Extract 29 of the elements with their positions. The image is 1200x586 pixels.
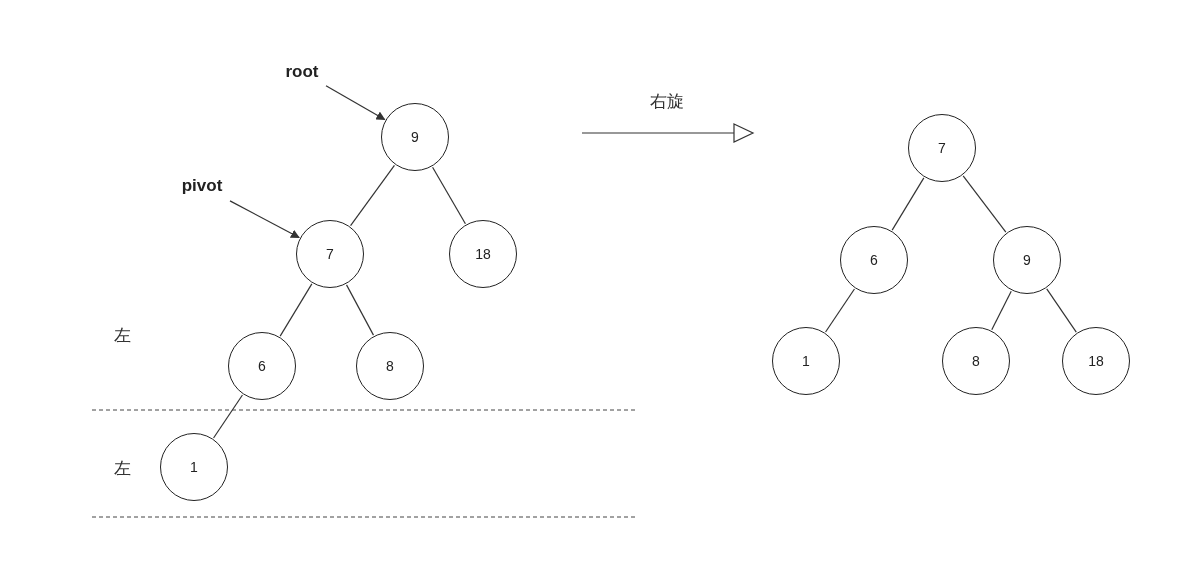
tree-node-circle: 7 [296,220,364,288]
tree-branch-line [345,284,375,336]
tree-branch-line [891,177,925,231]
tree-branch-line [212,394,244,439]
tree-branch-line [432,166,466,225]
pointer-label: pivot [176,175,228,197]
tree-branch-line [991,290,1012,331]
tree-branch-line [824,288,856,333]
tree-node-circle: 1 [160,433,228,501]
tree-node-circle: 8 [942,327,1010,395]
tree-branch-line [1046,288,1077,333]
tree-node-circle: 6 [228,332,296,400]
tree-node-circle: 9 [381,103,449,171]
tree-node-circle: 8 [356,332,424,400]
level-label: 左 [114,324,131,347]
tree-node-circle: 1 [772,327,840,395]
tree-branch-line [349,164,396,227]
rotation-label: 右旋 [650,90,684,113]
tree-node-circle: 7 [908,114,976,182]
pointer-arrow [229,200,300,239]
tree-node-circle: 6 [840,226,908,294]
tree-branch-line [962,175,1007,233]
pointer-arrow [325,85,386,121]
tree-node-circle: 18 [449,220,517,288]
tree-branch-line [279,283,313,337]
pointer-label: root [280,61,324,83]
tree-node-circle: 18 [1062,327,1130,395]
level-label: 左 [114,457,131,480]
tree-node-circle: 9 [993,226,1061,294]
